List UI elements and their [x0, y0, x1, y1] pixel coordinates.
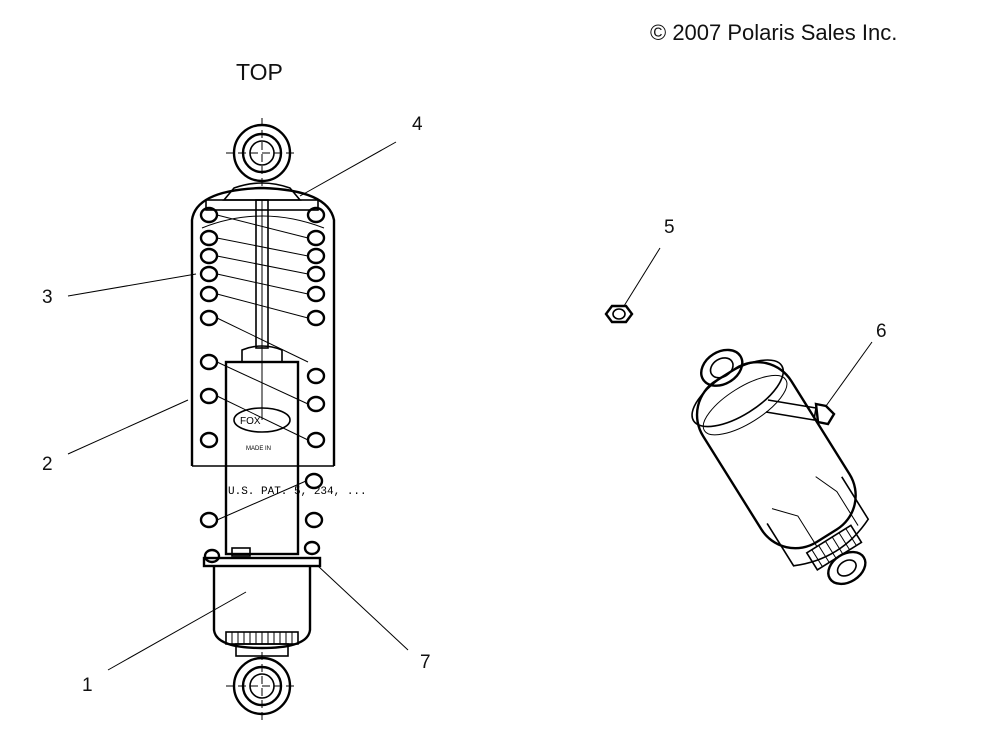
- view-label-top: TOP: [236, 59, 283, 85]
- shock-body: FOX MADE IN U.S. PAT. 5, 234, ...: [224, 345, 367, 557]
- shock-body-text: U.S. PAT. 5, 234, ...: [228, 486, 367, 498]
- bolt-part: [765, 341, 873, 426]
- callout-5: 5: [664, 217, 675, 238]
- callout-2: 2: [42, 454, 53, 475]
- callout-1: 1: [82, 675, 93, 696]
- callout-6: 6: [876, 321, 887, 342]
- svg-text:FOX: FOX: [240, 416, 261, 427]
- lower-spring-retainer: [202, 540, 322, 568]
- callout-3: 3: [42, 287, 53, 308]
- bottom-eyelet: [226, 652, 298, 724]
- callout-7: 7: [420, 652, 431, 673]
- shock-front-view: FOX MADE IN U.S. PAT. 5, 234, ...: [190, 118, 367, 724]
- top-eyelet: [226, 118, 298, 188]
- nut-part: [604, 247, 661, 324]
- shock-shaft: [255, 199, 269, 420]
- callout-4: 4: [412, 114, 423, 135]
- callout-labels: 1 2 3 4 5 6 7: [42, 114, 887, 696]
- shock-angled-view: [691, 348, 870, 586]
- spring-shroud: [190, 186, 336, 467]
- leader-lines-left: [67, 141, 409, 671]
- lower-body: [212, 566, 312, 657]
- copyright-text: © 2007 Polaris Sales Inc.: [650, 20, 898, 45]
- svg-text:MADE IN: MADE IN: [246, 446, 271, 452]
